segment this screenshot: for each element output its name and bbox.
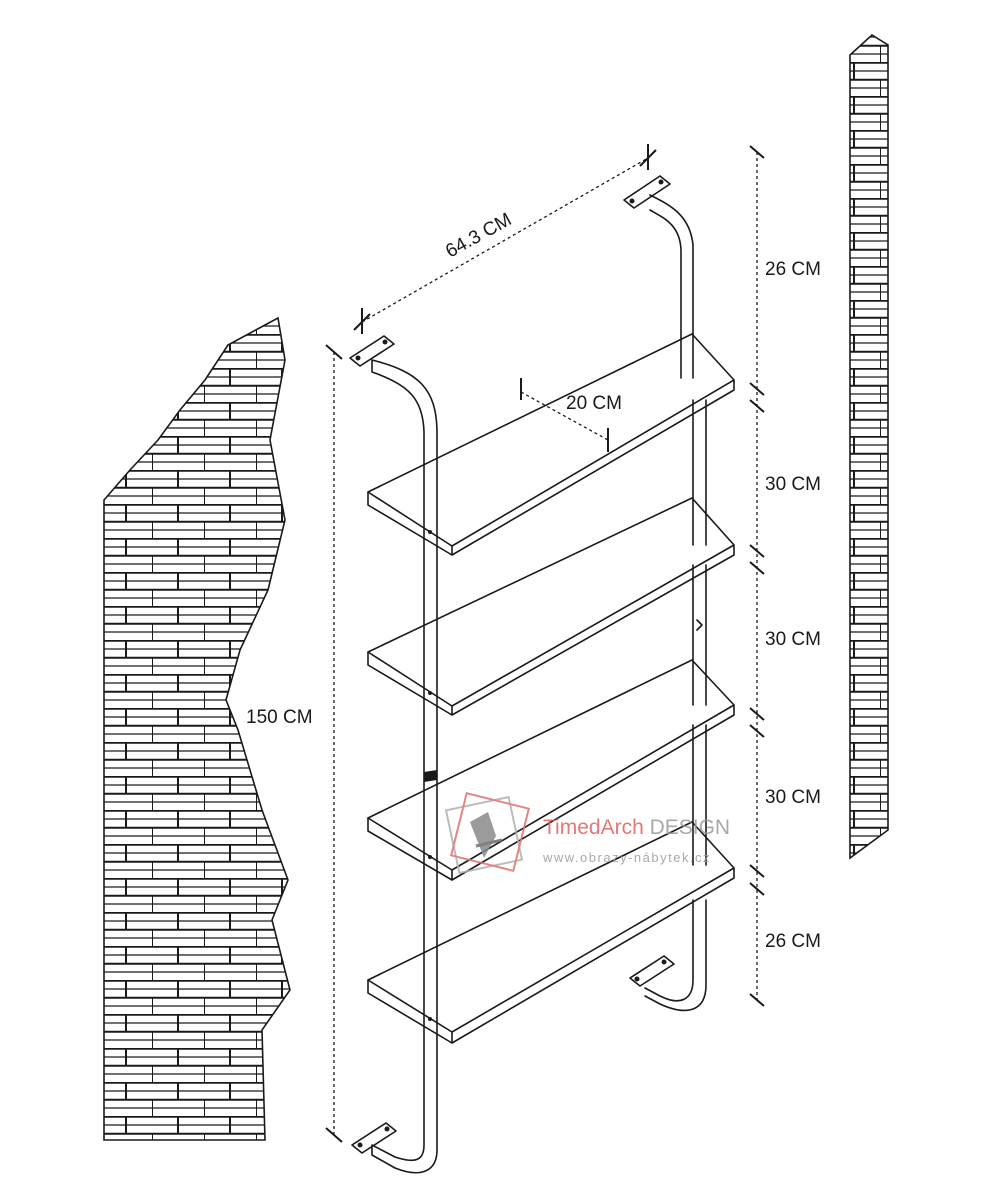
height-label: 150 CM xyxy=(246,707,313,728)
front-upright xyxy=(371,359,438,1174)
width-dimension: 64.3 CM xyxy=(353,144,657,334)
watermark-brand-part1: TimedArch xyxy=(543,816,644,839)
spacing-dimension: 26 CM 30 CM 30 CM 30 CM 26 CM xyxy=(749,145,821,1007)
depth-dimension: 20 CM xyxy=(520,378,622,452)
front-top-bracket xyxy=(349,335,395,367)
shelf-3 xyxy=(367,659,735,881)
watermark-brand-part2: DESIGN xyxy=(644,816,730,839)
back-upright xyxy=(644,194,707,1012)
height-dimension: 150 CM xyxy=(246,344,343,1143)
watermark-logo-icon xyxy=(444,791,531,875)
brick-wall-left xyxy=(103,316,291,1141)
shelf-2 xyxy=(367,497,735,716)
watermark: TimedArch DESIGN www.obrazy-nábytek.cz xyxy=(444,791,730,875)
back-bottom-bracket xyxy=(629,955,675,987)
watermark-url: www.obrazy-nábytek.cz xyxy=(542,850,711,865)
front-bottom-bracket xyxy=(351,1122,397,1154)
shelf-1 xyxy=(367,333,735,556)
segment-label-5: 26 CM xyxy=(765,931,821,952)
segment-label-1: 26 CM xyxy=(765,259,821,280)
brick-wall-right xyxy=(849,34,889,860)
segment-label-2: 30 CM xyxy=(765,474,821,495)
back-top-bracket xyxy=(623,175,671,209)
segment-label-3: 30 CM xyxy=(765,629,821,650)
watermark-brand: TimedArch DESIGN xyxy=(543,816,730,839)
segment-label-4: 30 CM xyxy=(765,787,821,808)
depth-label: 20 CM xyxy=(566,393,622,414)
